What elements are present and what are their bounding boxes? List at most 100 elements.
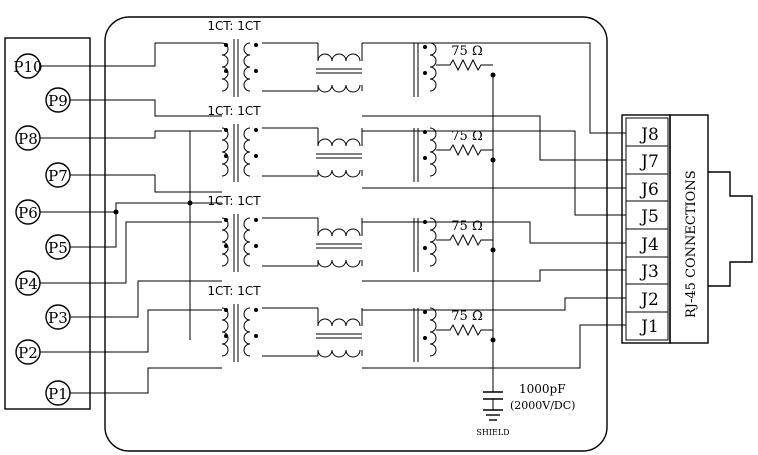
- channel-2-dot-b: [224, 154, 228, 158]
- channel-4-dot-d: [254, 334, 258, 338]
- wire-j3: [362, 269, 626, 282]
- channel-2-dot-f: [423, 156, 427, 160]
- channel-1-primary-coil: [221, 42, 229, 92]
- channel-2-ratio-label: 1CT: 1CT: [207, 104, 261, 118]
- channel-2-dot-a: [224, 128, 228, 132]
- channel-2-resistor: [436, 143, 493, 157]
- pin-p10-label: P10: [13, 58, 42, 76]
- channel-4-dot-e: [423, 310, 427, 314]
- channel-2-secondary-coil: [243, 127, 251, 177]
- pin-p9: P9: [45, 87, 71, 113]
- channel-4-primary-coil: [221, 307, 229, 357]
- wire-j8: [362, 42, 626, 134]
- channel-2-resistor-label: 75 Ω: [451, 129, 482, 144]
- pin-p10: P10: [13, 53, 43, 79]
- wire-p9: [70, 99, 222, 117]
- wire-p6: [40, 202, 222, 213]
- channel-3-secondary-coil: [243, 217, 251, 267]
- wire-p10: [40, 42, 222, 67]
- channel-4-dot-c: [254, 308, 258, 312]
- channel-1-dot-a: [224, 43, 228, 47]
- pin-p8-label: P8: [18, 130, 38, 148]
- wire-p4: [40, 221, 222, 284]
- channel-3-ratio-label: 1CT: 1CT: [207, 194, 261, 208]
- channel-3-dot-f: [423, 246, 427, 250]
- channel-4-dot-a: [224, 308, 228, 312]
- channel-2-choke-top: [317, 138, 361, 147]
- pin-j7-label: J7: [639, 152, 659, 172]
- channel-1-choke-bottom: [317, 84, 361, 93]
- channel-3-dot-d: [254, 244, 258, 248]
- wire-j2: [362, 297, 626, 311]
- wire-j4: [362, 221, 626, 244]
- capacitor-value: 1000pF: [519, 382, 566, 396]
- channel-3-dot-c: [254, 218, 258, 222]
- channel-3-dot-b: [224, 244, 228, 248]
- channel-3: 1CT: 1CT 75 Ω: [207, 194, 496, 272]
- pin-p9-label: P9: [48, 92, 68, 110]
- module-outline: [104, 16, 608, 452]
- channel-1-dot-f: [423, 71, 427, 75]
- shield-network: SHIELD 1000pF (2000V/DC): [476, 75, 575, 437]
- channel-2-line-coil: [429, 127, 437, 177]
- channel-3-resistor-label: 75 Ω: [451, 219, 482, 234]
- channel-3-choke-bottom: [317, 259, 361, 268]
- transformer-channels: 1CT: 1CT 75 Ω 1CT: 1CT 75 Ω 1CT: 1CT 75 Ω 1CT:…: [207, 19, 496, 362]
- pin-p5-label: P5: [48, 239, 68, 257]
- pin-j3-label: J3: [639, 262, 659, 282]
- right-pins: J8 J7 J6 J5 J4 J3 J2 J1: [626, 125, 668, 337]
- channel-1-ratio-label: 1CT: 1CT: [207, 19, 261, 33]
- channel-3-primary-coil: [221, 217, 229, 267]
- right-wiring: [362, 42, 626, 369]
- pin-j5-label: J5: [639, 207, 659, 227]
- channel-1-dot-d: [254, 69, 258, 73]
- wire-p1: [70, 367, 222, 394]
- junction-p6-p5: [113, 209, 119, 215]
- pin-j2-label: J2: [639, 290, 659, 310]
- pin-p7-label: P7: [48, 167, 68, 185]
- channel-3-choke-top: [317, 228, 361, 237]
- channel-4-dot-f: [423, 336, 427, 340]
- channel-1-dot-e: [423, 45, 427, 49]
- channel-1-resistor: [436, 58, 493, 72]
- wire-p7: [70, 174, 222, 193]
- pin-p3-label: P3: [48, 309, 68, 327]
- pin-p1: P1: [45, 380, 71, 406]
- channel-1-dot-c: [254, 43, 258, 47]
- rj45-label-frame: [669, 114, 709, 344]
- wire-j7: [362, 115, 626, 161]
- channel-1-secondary-coil: [243, 42, 251, 92]
- shield-label: SHIELD: [476, 428, 509, 437]
- wire-p5: [70, 212, 117, 248]
- channel-4-ratio-label: 1CT: 1CT: [207, 284, 261, 298]
- pin-p6: P6: [15, 199, 41, 225]
- pin-j6-label: J6: [639, 180, 659, 200]
- pin-j4-label: J4: [639, 235, 659, 255]
- rj45-plug-outline: [708, 171, 753, 287]
- pin-p4-label: P4: [18, 275, 38, 293]
- rj45-connections-label: RJ-45 CONNECTIONS: [684, 170, 699, 318]
- channel-1-dot-b: [224, 69, 228, 73]
- wire-j5: [362, 130, 626, 216]
- wire-j1: [362, 324, 626, 369]
- pin-j1-label: J1: [639, 317, 659, 337]
- channel-1-choke-top: [317, 53, 361, 62]
- channel-1-resistor-label: 75 Ω: [451, 44, 482, 59]
- wire-p2: [40, 309, 222, 353]
- pin-p1-label: P1: [48, 385, 68, 403]
- pin-p6-label: P6: [18, 204, 38, 222]
- channel-4-secondary-coil: [243, 307, 251, 357]
- channel-3-dot-a: [224, 218, 228, 222]
- pin-j8-label: J8: [639, 125, 659, 145]
- channel-1-line-coil: [429, 42, 437, 92]
- channel-2-primary-coil: [221, 127, 229, 177]
- pin-p8: P8: [15, 125, 41, 151]
- channel-2-dot-c: [254, 128, 258, 132]
- left-wiring: [40, 42, 222, 394]
- channel-4-line-coil: [429, 307, 437, 357]
- pin-p4: P4: [15, 270, 41, 296]
- channel-2-choke-bottom: [317, 169, 361, 178]
